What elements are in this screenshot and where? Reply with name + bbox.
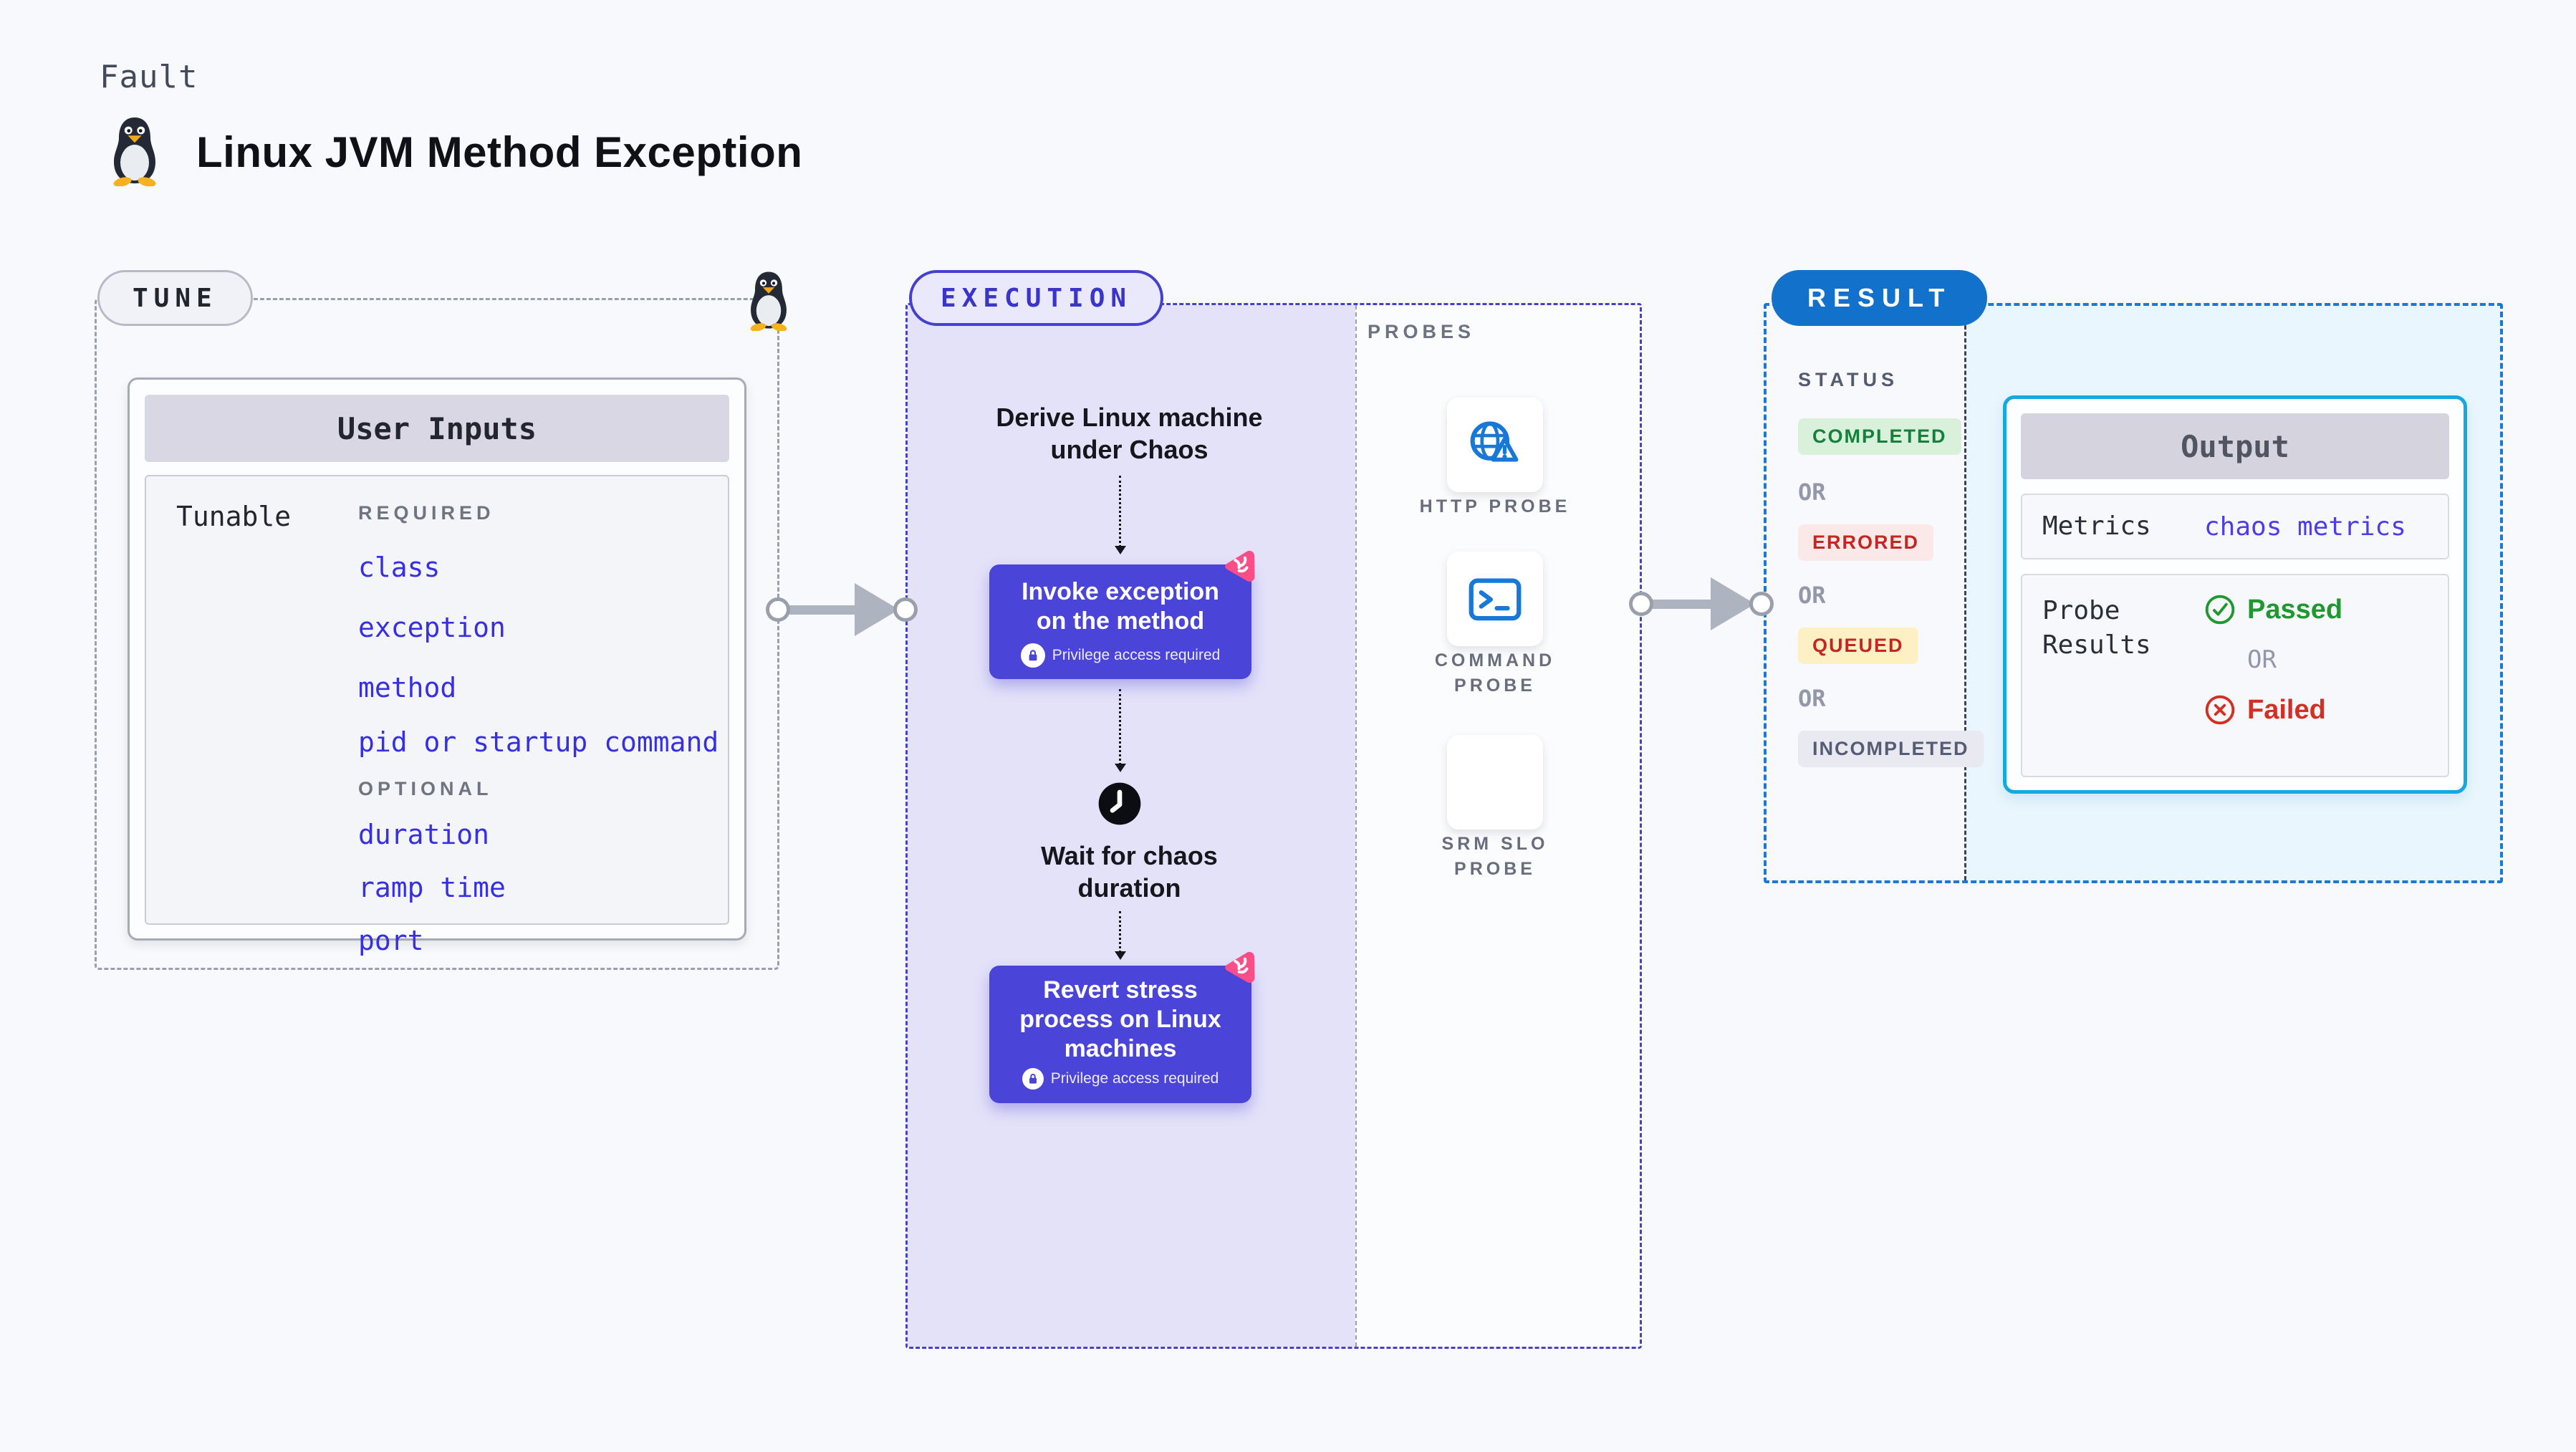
terminal-icon	[1465, 569, 1525, 628]
metrics-row: Metrics chaos metrics	[2021, 494, 2449, 559]
linux-penguin-icon	[112, 117, 157, 186]
chaos-logo-icon	[1224, 950, 1256, 985]
arrow-head	[855, 583, 899, 636]
tunable-link-method[interactable]: method	[358, 672, 457, 703]
status-badge-queued: QUEUED	[1798, 628, 1918, 664]
revert-line-3: machines	[1064, 1035, 1177, 1062]
http-probe-card[interactable]	[1447, 398, 1543, 492]
privilege-note: Privilege access required	[1052, 647, 1221, 663]
probe-results-label-line1: Probe	[2042, 596, 2120, 625]
user-inputs-title: User Inputs	[145, 395, 729, 462]
derive-step-text: Derive Linux machine under Chaos	[905, 401, 1353, 466]
wait-step-text: Wait for chaos duration	[905, 840, 1353, 904]
tunable-link-pid[interactable]: pid or startup command	[358, 726, 719, 758]
execution-badge: EXECUTION	[909, 270, 1164, 326]
passed-label: Passed	[2247, 594, 2343, 625]
metrics-label: Metrics	[2042, 511, 2151, 541]
optional-caption: OPTIONAL	[358, 778, 493, 799]
or-separator: OR	[1798, 479, 1826, 506]
invoke-exception-node: Invoke exception on the method Privilege…	[989, 564, 1251, 679]
srm-slo-probe-card[interactable]	[1447, 735, 1543, 830]
tune-badge: TUNE	[97, 270, 253, 326]
execution-section	[905, 303, 1642, 1349]
page-title: Linux JVM Method Exception	[196, 128, 803, 176]
status-badge-incompleted: INCOMPLETED	[1798, 731, 1984, 767]
or-separator: OR	[2247, 645, 2277, 674]
user-inputs-card: User Inputs Tunable REQUIRED class excep…	[128, 378, 746, 956]
output-panel: Output Metrics chaos metrics Probe Resul…	[2003, 395, 2467, 794]
privilege-note: Privilege access required	[1050, 1070, 1219, 1087]
slo-gauge-icon	[1464, 751, 1527, 814]
derive-line-2: under Chaos	[1050, 435, 1208, 464]
arrow-shaft	[1650, 599, 1714, 609]
tunable-link-port[interactable]: port	[358, 925, 424, 956]
revert-line-2: process on Linux	[1019, 1006, 1221, 1033]
arrow-head	[1711, 577, 1755, 630]
command-probe-label: COMMAND PROBE	[1434, 650, 1556, 696]
result-divider	[1964, 306, 1966, 880]
connector-wait-to-revert	[1115, 911, 1126, 960]
tune-section	[95, 298, 779, 970]
tunable-link-exception[interactable]: exception	[358, 612, 506, 643]
wait-line-1: Wait for chaos	[1041, 841, 1218, 870]
required-caption: REQUIRED	[358, 502, 495, 524]
invoke-line-2: on the method	[1036, 607, 1205, 635]
chaos-logo-icon	[1224, 549, 1256, 584]
wait-line-2: duration	[1077, 873, 1181, 903]
tunables-list: REQUIRED class exception method pid or s…	[358, 495, 719, 956]
tunable-link-duration[interactable]: duration	[358, 819, 490, 850]
probe-results-label-line2: Results	[2042, 630, 2151, 660]
revert-stress-node: Revert stress process on Linux machines …	[989, 966, 1251, 1103]
tunables-panel: Tunable REQUIRED class exception method …	[145, 475, 729, 956]
execution-flow-zone	[908, 305, 1355, 1347]
srm-slo-probe-label: SRM SLO PROBE	[1441, 834, 1549, 879]
check-circle-icon	[2205, 595, 2235, 625]
status-caption: STATUS	[1798, 369, 1898, 390]
derive-line-1: Derive Linux machine	[996, 403, 1263, 432]
failed-result: Failed	[2204, 694, 2342, 726]
connector-dot	[893, 597, 918, 622]
privilege-row: Privilege access required	[989, 1068, 1251, 1090]
connector-dot	[766, 597, 790, 622]
result-badge: RESULT	[1772, 270, 1988, 326]
passed-result: Passed	[2204, 594, 2342, 625]
or-separator: OR	[1798, 582, 1826, 609]
fault-kicker: Fault	[100, 59, 198, 95]
arrow-execution-to-result	[1629, 577, 1774, 630]
connector-invoke-to-wait	[1115, 689, 1126, 772]
status-badge-errored: ERRORED	[1798, 524, 1934, 561]
tunable-row-label: Tunable	[176, 501, 292, 532]
probe-results-values: Passed OR Failed	[2204, 594, 2342, 776]
lock-icon	[1020, 643, 1045, 668]
chaos-metrics-link[interactable]: chaos metrics	[2204, 511, 2406, 542]
output-title: Output	[2021, 413, 2449, 479]
connector-dot	[1629, 592, 1653, 616]
http-probe-label: HTTP PROBE	[1419, 496, 1571, 516]
connector-dot	[1749, 592, 1774, 616]
revert-line-1: Revert stress	[1043, 976, 1198, 1004]
status-badge-completed: COMPLETED	[1798, 418, 1961, 455]
probe-results-label: Probe Results	[2042, 594, 2204, 776]
command-probe-card[interactable]	[1447, 552, 1543, 646]
failed-label: Failed	[2247, 694, 2326, 725]
lock-icon	[1022, 1068, 1044, 1090]
arrow-tune-to-execution	[766, 583, 918, 636]
tunable-link-ramp-time[interactable]: ramp time	[358, 872, 506, 903]
x-circle-icon	[2205, 695, 2235, 725]
or-separator: OR	[1798, 685, 1826, 712]
clock-icon	[1097, 781, 1143, 827]
privilege-row: Privilege access required	[989, 643, 1251, 668]
probe-results-row: Probe Results Passed OR Failed	[2021, 574, 2449, 777]
tunable-link-class[interactable]: class	[358, 552, 441, 583]
connector-derive-to-invoke	[1115, 476, 1126, 554]
arrow-shaft	[787, 605, 857, 615]
invoke-line-1: Invoke exception	[1022, 578, 1219, 605]
linux-penguin-icon-small	[749, 271, 788, 331]
probes-caption: PROBES	[1368, 321, 1476, 342]
globe-warning-icon	[1464, 415, 1526, 474]
